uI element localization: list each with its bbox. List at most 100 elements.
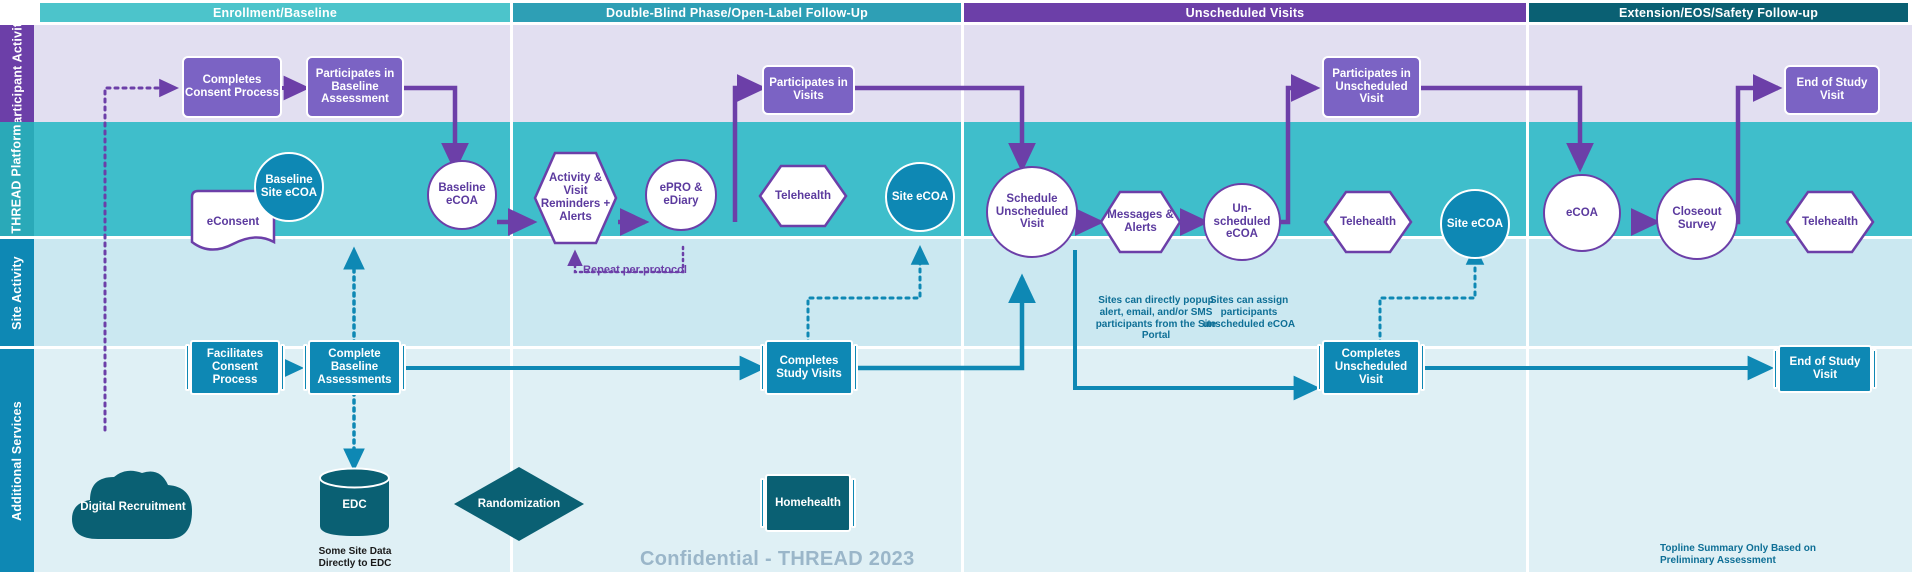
platform-node-activity-reminders[interactable]: Activity & Visit Reminders + Alerts xyxy=(533,150,618,246)
platform-node-messages-alerts[interactable]: Messages & Alerts xyxy=(1098,189,1183,255)
phase-header-extension: Extension/EOS/Safety Follow-up xyxy=(1529,3,1908,22)
additional-node-digital-recruitment[interactable]: Digital Recruitment xyxy=(68,465,198,543)
site-node-end-of-study-label: End of Study Visit xyxy=(1789,356,1861,381)
platform-node-baseline-site-ecoa-label: Baseline Site eCOA xyxy=(260,174,318,199)
column-divider-1 xyxy=(510,25,513,572)
hexagon-shape-icon xyxy=(1099,190,1182,254)
phase-header-enrollment-text: Enrollment/Baseline xyxy=(213,5,337,20)
participant-node-participates-visits-label: Participates in Visits xyxy=(769,77,848,102)
platform-node-schedule-unscheduled-visit-label: Schedule Unscheduled Visit xyxy=(995,192,1069,231)
participant-node-completes-consent-label: Completes Consent Process xyxy=(185,74,279,99)
platform-node-telehealth-2[interactable]: Telehealth xyxy=(1322,189,1414,255)
column-divider-3 xyxy=(1526,25,1529,572)
additional-node-edc-label-wrap: EDC xyxy=(317,466,392,538)
site-node-completes-study-visits-label: Completes Study Visits xyxy=(776,354,842,380)
site-node-completes-unscheduled-label: Completes Unscheduled Visit xyxy=(1334,348,1408,386)
lane-label-participant-text: Participant Activity xyxy=(10,15,25,132)
lane-divider-platform-site xyxy=(34,236,1912,239)
phase-header-doubleblind-text: Double-Blind Phase/Open-Label Follow-Up xyxy=(606,5,868,20)
lane-label-platform-text: THREAD Platform xyxy=(10,124,25,234)
participant-node-unscheduled-visit[interactable]: Participates in Unscheduled Visit xyxy=(1322,56,1421,118)
note-sites-assign-ecoa-text: Sites can assign participants unschedule… xyxy=(1202,295,1296,330)
note-edc-caption-text: Some Site Data Directly to EDC xyxy=(318,546,392,569)
hexagon-shape-icon xyxy=(758,164,848,228)
participant-node-baseline-assessment-label: Participates in Baseline Assessment xyxy=(315,67,395,106)
phase-header-doubleblind: Double-Blind Phase/Open-Label Follow-Up xyxy=(513,3,961,22)
lane-label-additional-text: Additional Services xyxy=(10,400,24,521)
platform-node-ecoa-extension[interactable]: eCOA xyxy=(1543,174,1621,252)
platform-node-closeout-survey-label: Closeout Survey xyxy=(1672,206,1722,231)
participant-node-completes-consent[interactable]: Completes Consent Process xyxy=(182,56,282,118)
platform-node-telehealth-1[interactable]: Telehealth xyxy=(757,163,849,229)
platform-node-baseline-ecoa[interactable]: Baseline eCOA xyxy=(427,160,497,230)
participant-node-baseline-assessment[interactable]: Participates in Baseline Assessment xyxy=(306,56,404,118)
note-repeat-per-protocol-text: Repeat per protocol xyxy=(583,264,687,276)
confidential-watermark-text: Confidential - THREAD 2023 xyxy=(640,548,915,570)
site-node-completes-unscheduled[interactable]: Completes Unscheduled Visit xyxy=(1317,340,1425,395)
confidential-watermark: Confidential - THREAD 2023 xyxy=(640,548,915,571)
platform-node-econsent[interactable]: eConsent xyxy=(188,188,278,257)
platform-node-telehealth-3[interactable]: Telehealth xyxy=(1784,189,1876,255)
platform-node-schedule-unscheduled-visit[interactable]: Schedule Unscheduled Visit xyxy=(986,166,1078,258)
lane-label-site-text: Site Activity xyxy=(10,255,25,330)
participant-node-end-of-study[interactable]: End of Study Visit xyxy=(1784,65,1880,115)
column-divider-2 xyxy=(961,25,964,572)
site-node-completes-study-visits[interactable]: Completes Study Visits xyxy=(760,340,858,395)
phase-header-extension-text: Extension/EOS/Safety Follow-up xyxy=(1618,5,1819,20)
site-node-complete-baseline[interactable]: Complete Baseline Assessments xyxy=(303,340,406,395)
platform-node-unscheduled-ecoa-label: Un-scheduled eCOA xyxy=(1213,202,1271,241)
platform-node-telehealth-1-label-wrap: Telehealth xyxy=(757,163,849,229)
platform-node-site-ecoa-2-label: Site eCOA xyxy=(1446,217,1504,230)
platform-node-unscheduled-ecoa[interactable]: Un-scheduled eCOA xyxy=(1203,183,1281,261)
additional-node-randomization-label: Randomization xyxy=(477,497,561,510)
lane-label-site: Site Activity xyxy=(0,239,34,346)
lane-label-additional: Additional Services xyxy=(0,349,34,572)
lane-bg-site xyxy=(34,239,1912,346)
note-sites-assign-ecoa: Sites can assign participants unschedule… xyxy=(1194,295,1304,330)
platform-node-telehealth-1-label: Telehealth xyxy=(774,189,832,202)
participant-node-unscheduled-visit-label: Participates in Unscheduled Visit xyxy=(1332,67,1411,106)
hexagon-shape-icon xyxy=(1323,190,1413,254)
additional-node-homehealth[interactable]: Homehealth xyxy=(760,474,856,532)
phase-header-unscheduled: Unscheduled Visits xyxy=(964,3,1526,22)
note-repeat-per-protocol: Repeat per protocol xyxy=(580,264,690,277)
platform-node-telehealth-3-label: Telehealth xyxy=(1801,215,1859,228)
participant-node-participates-visits[interactable]: Participates in Visits xyxy=(762,65,855,115)
additional-node-homehealth-label: Homehealth xyxy=(775,496,841,509)
platform-node-epro-ediary-label: ePRO & eDiary xyxy=(659,182,703,207)
lane-label-platform: THREAD Platform xyxy=(0,122,34,236)
site-node-end-of-study[interactable]: End of Study Visit xyxy=(1773,345,1877,393)
platform-node-econsent-label-wrap: eConsent xyxy=(188,188,278,257)
additional-node-randomization-label-wrap: Randomization xyxy=(452,465,586,543)
note-edc-caption: Some Site Data Directly to EDC xyxy=(302,546,408,570)
platform-node-site-ecoa-1[interactable]: Site eCOA xyxy=(885,162,955,232)
platform-node-activity-reminders-label-wrap: Activity & Visit Reminders + Alerts xyxy=(533,150,618,246)
site-node-complete-baseline-label: Complete Baseline Assessments xyxy=(317,348,392,386)
phase-header-enrollment: Enrollment/Baseline xyxy=(40,3,510,22)
additional-node-randomization[interactable]: Randomization xyxy=(452,465,586,543)
platform-node-telehealth-3-label-wrap: Telehealth xyxy=(1784,189,1876,255)
document-shape-icon xyxy=(190,189,276,251)
participant-node-end-of-study-label: End of Study Visit xyxy=(1796,77,1868,102)
diamond-shape-icon xyxy=(454,467,584,541)
platform-node-site-ecoa-1-label: Site eCOA xyxy=(891,190,949,203)
platform-node-econsent-label: eConsent xyxy=(206,216,260,229)
platform-node-telehealth-2-label-wrap: Telehealth xyxy=(1322,189,1414,255)
phase-header-unscheduled-text: Unscheduled Visits xyxy=(1185,5,1305,20)
note-sites-popup-alert: Sites can directly popup alert, email, a… xyxy=(1086,295,1226,342)
note-topline-summary: Topline Summary Only Based on Preliminar… xyxy=(1660,543,1870,567)
additional-node-digital-recruitment-label-wrap: Digital Recruitment xyxy=(68,465,198,543)
platform-node-activity-reminders-label: Activity & Visit Reminders + Alerts xyxy=(540,172,611,223)
note-topline-summary-text: Topline Summary Only Based on Preliminar… xyxy=(1660,543,1816,566)
additional-node-digital-recruitment-label: Digital Recruitment xyxy=(80,501,186,514)
platform-node-closeout-survey[interactable]: Closeout Survey xyxy=(1656,178,1738,260)
site-node-facilitates-consent[interactable]: Facilitates Consent Process xyxy=(185,340,285,395)
platform-node-messages-alerts-label: Messages & Alerts xyxy=(1107,209,1174,234)
additional-node-edc[interactable]: EDC xyxy=(317,466,392,538)
platform-node-epro-ediary[interactable]: ePRO & eDiary xyxy=(645,159,717,231)
lane-label-participant: Participant Activity xyxy=(0,15,34,132)
platform-node-baseline-site-ecoa[interactable]: Baseline Site eCOA xyxy=(254,152,324,222)
cloud-shape-icon xyxy=(72,470,192,539)
platform-node-site-ecoa-2[interactable]: Site eCOA xyxy=(1440,189,1510,259)
